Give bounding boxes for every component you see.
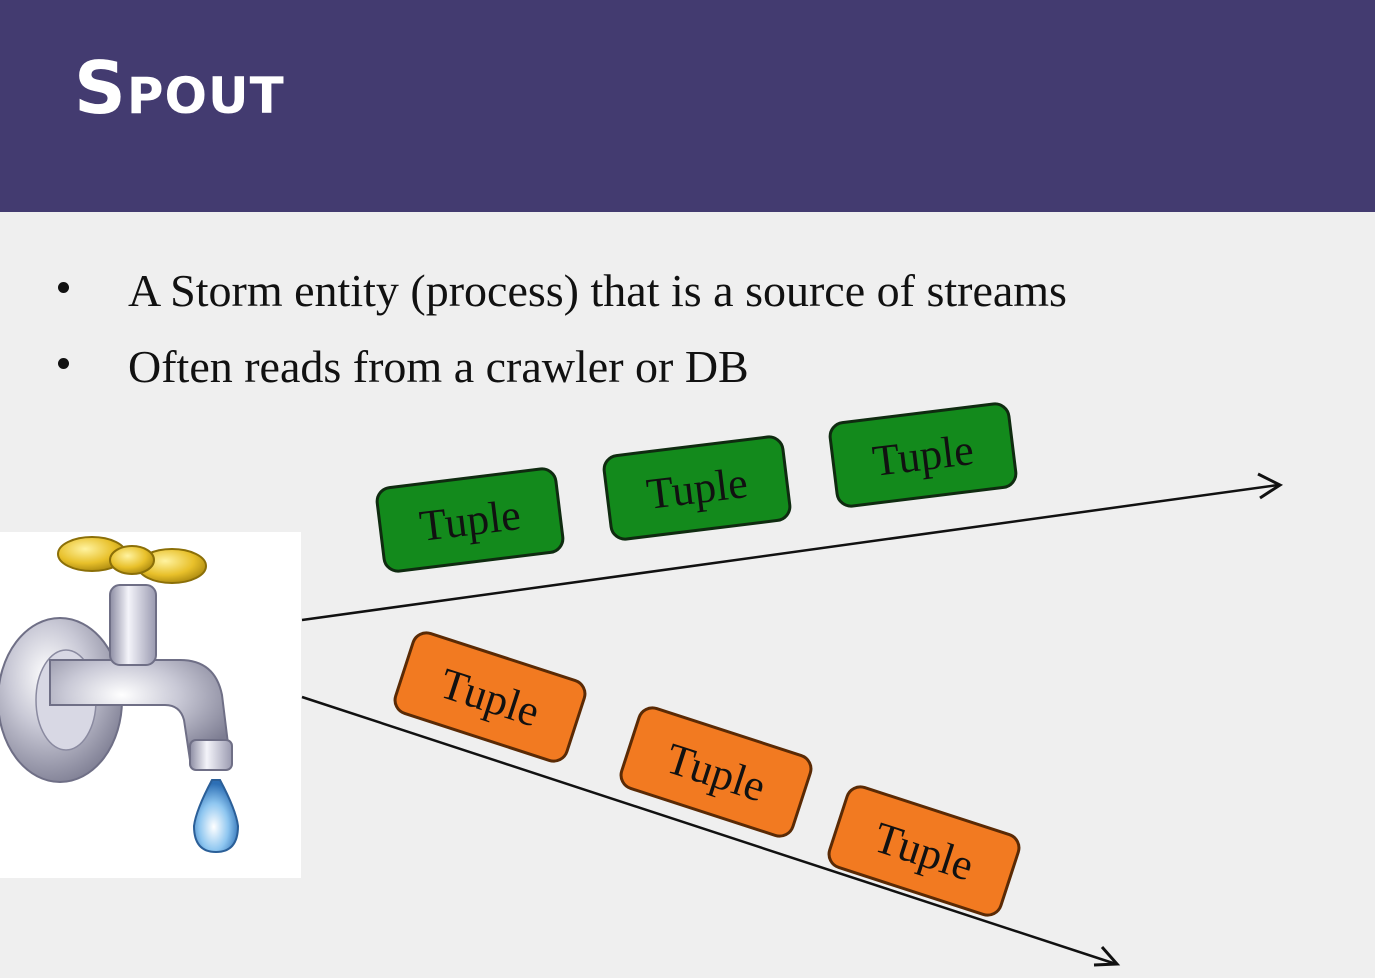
- tuple-label: Tuple: [644, 458, 750, 519]
- faucet-icon: [0, 536, 240, 854]
- upper-tuple: Tuple: [375, 467, 565, 573]
- bullet-text: Often reads from a crawler or DB: [128, 341, 749, 392]
- tuple-label: Tuple: [417, 490, 523, 551]
- bullet-list: A Storm entity (process) that is a sourc…: [52, 258, 1067, 410]
- lower-tuple: Tuple: [619, 706, 813, 838]
- upper-stream-arrow: [301, 472, 1284, 622]
- tuple-label: Tuple: [870, 425, 976, 486]
- bullet-dot: [58, 282, 69, 293]
- bullet-item: Often reads from a crawler or DB: [52, 334, 1067, 410]
- upper-tuple: Tuple: [602, 435, 792, 541]
- slide-header: Spout: [0, 0, 1375, 212]
- lower-stream-arrow: [301, 695, 1121, 967]
- bullet-text: A Storm entity (process) that is a sourc…: [128, 265, 1067, 316]
- slide-title: Spout: [74, 46, 285, 130]
- lower-tuple: Tuple: [827, 785, 1021, 917]
- upper-tuple: Tuple: [828, 402, 1018, 508]
- lower-tuple: Tuple: [393, 631, 587, 763]
- bullet-dot: [58, 358, 69, 369]
- bullet-item: A Storm entity (process) that is a sourc…: [52, 258, 1067, 334]
